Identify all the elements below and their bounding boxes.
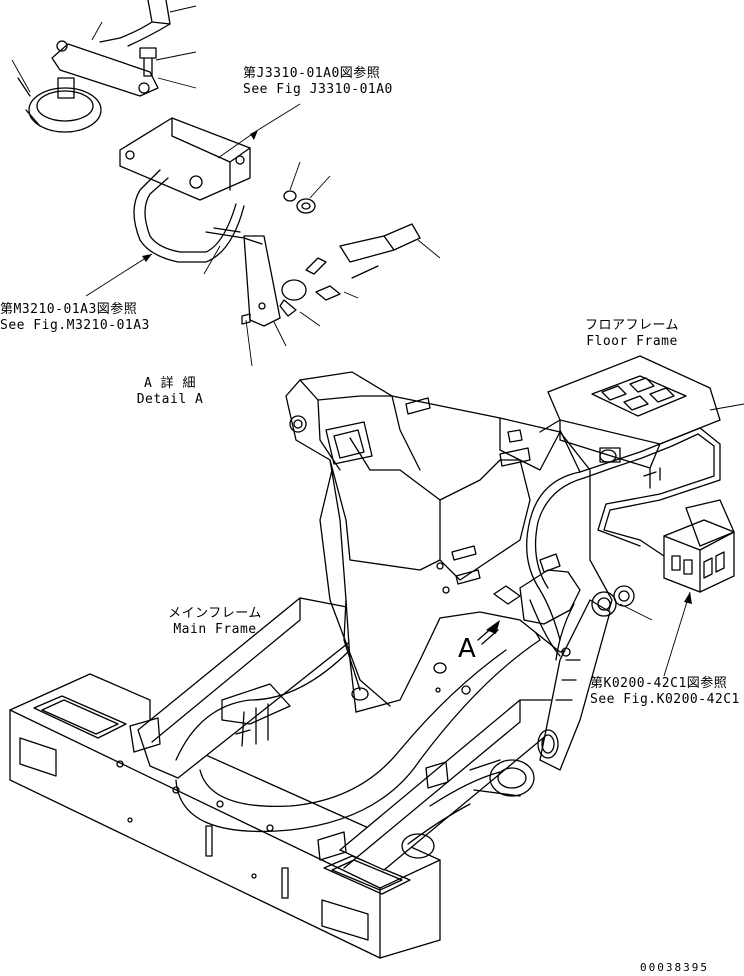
detail-a-jp: A 詳 細 [144, 376, 196, 391]
ref-m3210-label: 第M3210-01A3図参照 See Fig.M3210-01A3 [0, 302, 150, 334]
drawing-number: 00038395 [640, 961, 709, 974]
ref-k0200-label: 第K0200-42C1図参照 See Fig.K0200-42C1 [590, 676, 740, 708]
ref-j3310-en: See Fig J3310-01A0 [243, 82, 393, 97]
ref-k0200-en: See Fig.K0200-42C1 [590, 692, 740, 707]
detail-a-assembly [11, 0, 441, 367]
main-frame-jp: メインフレーム [168, 606, 262, 621]
ref-m3210-jp: 第M3210-01A3図参照 [0, 302, 138, 317]
main-frame-en: Main Frame [173, 622, 257, 637]
view-marker-a: A [458, 634, 477, 664]
ref-j3310-label: 第J3310-01A0図参照 See Fig J3310-01A0 [243, 66, 393, 98]
detail-a-label: A 詳 細 Detail A [130, 376, 210, 408]
ref-k0200-jp: 第K0200-42C1図参照 [590, 676, 728, 691]
floor-frame-label: フロアフレーム Floor Frame [576, 318, 688, 350]
ref-j3310-jp: 第J3310-01A0図参照 [243, 66, 381, 81]
floor-frame-en: Floor Frame [586, 334, 678, 349]
main-frame-drawing [9, 355, 744, 959]
ref-m3210-en: See Fig.M3210-01A3 [0, 318, 150, 333]
detail-a-en: Detail A [136, 392, 204, 407]
main-frame-label: メインフレーム Main Frame [162, 606, 268, 638]
floor-frame-jp: フロアフレーム [584, 318, 680, 333]
